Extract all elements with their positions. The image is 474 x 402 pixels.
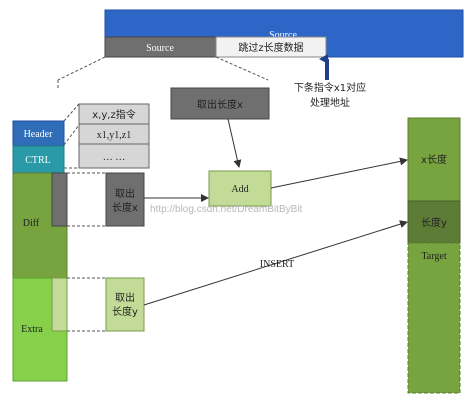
target-x-block	[407, 117, 461, 202]
skip-z-box	[215, 36, 327, 58]
target-rest-block	[407, 242, 461, 394]
source-block: Source Source 跳过z长度数据	[104, 9, 464, 58]
target-y-block	[407, 200, 461, 244]
source-sub-label: Source	[146, 43, 174, 54]
instruction-item	[78, 143, 150, 169]
arrow-to-add	[227, 118, 242, 168]
arrow-add-to-target	[270, 157, 408, 189]
take-len-x-mid-line2: 长度x	[112, 201, 138, 214]
arrow-insert-to-target	[143, 220, 408, 306]
take-len-y-line2: 长度y	[112, 305, 138, 318]
take-len-y-box	[105, 277, 145, 332]
watermark: http://blog.csdn.net/DreamBitByBit	[150, 204, 303, 215]
header-label: Header	[24, 129, 54, 140]
source-bar-label: Source	[269, 30, 297, 41]
add-box	[208, 170, 272, 207]
next-pointer-line2: 处理地址	[310, 96, 350, 109]
instruction-list: x,y,z指令 x1,y1,z1 … …	[78, 103, 150, 169]
take-len-x-mid-line1: 取出	[115, 187, 135, 200]
next-pointer-line1: 下条指令x1对应	[294, 81, 366, 94]
instruction-item-label: … …	[103, 152, 126, 163]
target-x-label: x长度	[421, 153, 447, 166]
ctrl-to-instruction-line	[63, 124, 80, 146]
skip-z-label: 跳过z长度数据	[238, 41, 303, 54]
target-file: x长度 长度y Target	[407, 117, 461, 394]
ctrl-to-instruction-line	[63, 103, 80, 122]
take-len-x-top-box	[170, 87, 270, 120]
target-y-label: 长度y	[421, 216, 447, 229]
diff-selected-segment	[51, 172, 68, 227]
patch-file: Header CTRL Diff Extra	[12, 120, 68, 382]
diff-label: Diff	[23, 218, 40, 229]
header-block	[12, 120, 65, 147]
projection-line	[57, 56, 106, 81]
instruction-item-label: x,y,z指令	[92, 108, 135, 121]
extra-selected-segment	[51, 277, 68, 332]
instruction-item-label: x1,y1,z1	[97, 130, 131, 141]
insert-label: INSERT	[260, 259, 294, 270]
take-len-y-line1: 取出	[115, 291, 135, 304]
extra-label: Extra	[21, 324, 43, 335]
ctrl-label: CTRL	[25, 155, 51, 166]
take-len-x-mid-box	[105, 172, 145, 227]
target-label: Target	[421, 251, 446, 262]
projection-line	[215, 56, 269, 81]
add-label: Add	[231, 184, 248, 195]
take-len-x-top-label: 取出长度x	[197, 98, 243, 111]
